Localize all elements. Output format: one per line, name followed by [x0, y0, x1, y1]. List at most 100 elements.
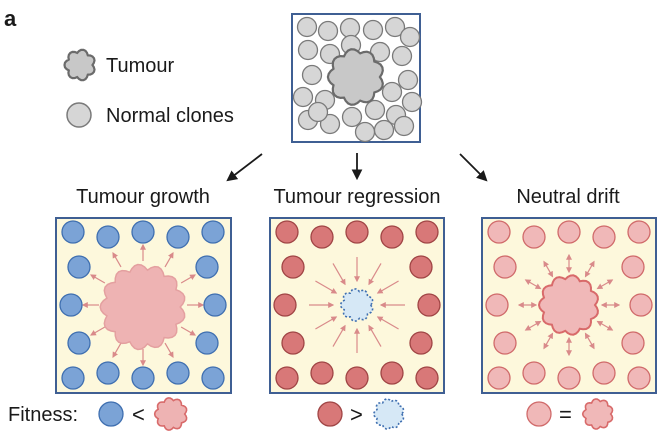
outward-arrow	[180, 274, 197, 284]
red-clone	[281, 331, 305, 355]
outward-arrow	[164, 342, 174, 359]
normal-clone	[341, 106, 363, 128]
normal-clone	[307, 101, 329, 123]
fitness-blue-clone-icon	[98, 401, 124, 427]
regression-arrows	[309, 257, 405, 353]
regression-red-clones	[273, 220, 441, 390]
blue-clone	[195, 255, 219, 279]
pink-clone	[592, 361, 616, 385]
panel-label: a	[4, 6, 17, 31]
red-clone	[409, 331, 433, 355]
growth-blue-clones	[59, 220, 227, 390]
pink-clone	[627, 366, 651, 390]
red-clone	[310, 361, 334, 385]
red-clone	[415, 220, 439, 244]
normal-clone	[296, 16, 318, 38]
blue-clone	[203, 293, 227, 317]
regression-tumour-icon	[339, 288, 374, 322]
blue-clone	[61, 366, 85, 390]
drift-tumour-icon	[537, 274, 599, 336]
red-clone	[281, 255, 305, 279]
legend-tumour-label: Tumour	[106, 55, 175, 77]
outward-arrow	[180, 326, 197, 336]
red-clone	[415, 366, 439, 390]
blue-clone	[131, 366, 155, 390]
scenario-title-drift: Neutral drift	[516, 186, 620, 208]
arrow-to-growth	[226, 153, 263, 182]
initial-state-box	[291, 13, 423, 143]
normal-clone	[391, 45, 413, 67]
blue-clone	[195, 331, 219, 355]
panel-regression	[269, 217, 445, 394]
blue-clone	[61, 220, 85, 244]
bidirectional-arrow	[584, 260, 595, 278]
fitness-regression-tumour-icon	[372, 398, 405, 430]
arrow-to-drift	[459, 153, 488, 182]
bidirectional-arrow	[596, 320, 614, 331]
pink-clone	[485, 293, 509, 317]
blue-clone	[201, 220, 225, 244]
pink-clone	[493, 331, 517, 355]
fitness-operator-regression: >	[350, 402, 363, 427]
pink-clone	[629, 293, 653, 317]
normal-clone	[319, 113, 341, 135]
bidirectional-arrow	[543, 332, 554, 350]
fitness-pink-clone-icon	[526, 401, 552, 427]
pink-clone	[487, 220, 511, 244]
outward-arrow	[89, 326, 106, 336]
normal-clone	[362, 19, 384, 41]
normal-clone	[354, 121, 376, 143]
normal-clone	[399, 26, 421, 48]
red-clone	[273, 293, 297, 317]
normal-clone	[301, 64, 323, 86]
fitness-red-clone-icon	[317, 401, 343, 427]
normal-clone	[381, 81, 403, 103]
red-clone	[275, 366, 299, 390]
inward-arrow	[368, 263, 382, 286]
bidirectional-arrow	[524, 320, 542, 331]
legend-normal-clone-icon	[66, 102, 92, 128]
pink-clone	[557, 366, 581, 390]
inward-arrow	[368, 324, 382, 347]
pink-clone	[522, 361, 546, 385]
panel-drift	[481, 217, 657, 394]
drift-pink-clones	[485, 220, 653, 390]
outward-arrow	[164, 251, 174, 268]
fitness-operator-growth: <	[132, 402, 145, 427]
fitness-operator-drift: =	[559, 402, 572, 427]
pink-clone	[592, 225, 616, 249]
inward-arrow	[332, 324, 346, 347]
initial-normal-clones	[292, 16, 423, 143]
blue-clone	[67, 255, 91, 279]
legend: Tumour Normal clones	[63, 48, 234, 128]
bidirectional-arrow	[543, 260, 554, 278]
legend-normal-label: Normal clones	[106, 105, 234, 127]
inward-arrow	[332, 263, 346, 286]
normal-clone	[364, 99, 386, 121]
bidirectional-arrow	[584, 332, 595, 350]
normal-clone	[339, 17, 361, 39]
red-clone	[310, 225, 334, 249]
pink-clone	[493, 255, 517, 279]
outward-arrow	[112, 342, 122, 359]
red-clone	[275, 220, 299, 244]
red-clone	[380, 225, 404, 249]
fitness-growth-tumour-icon	[153, 397, 188, 431]
red-clone	[345, 220, 369, 244]
blue-clone	[166, 361, 190, 385]
inward-arrow	[376, 280, 399, 294]
initial-tumour-icon	[326, 48, 384, 106]
blue-clone	[96, 361, 120, 385]
blue-clone	[67, 331, 91, 355]
red-clone	[380, 361, 404, 385]
normal-clone	[297, 39, 319, 61]
growth-tumour-icon	[99, 263, 186, 351]
scenario-title-regression: Tumour regression	[273, 186, 440, 208]
inward-arrow	[315, 316, 338, 330]
bidirectional-arrow	[524, 279, 542, 290]
normal-clone	[384, 16, 406, 38]
pink-clone	[557, 220, 581, 244]
normal-clone	[393, 115, 415, 137]
pink-clone	[522, 225, 546, 249]
